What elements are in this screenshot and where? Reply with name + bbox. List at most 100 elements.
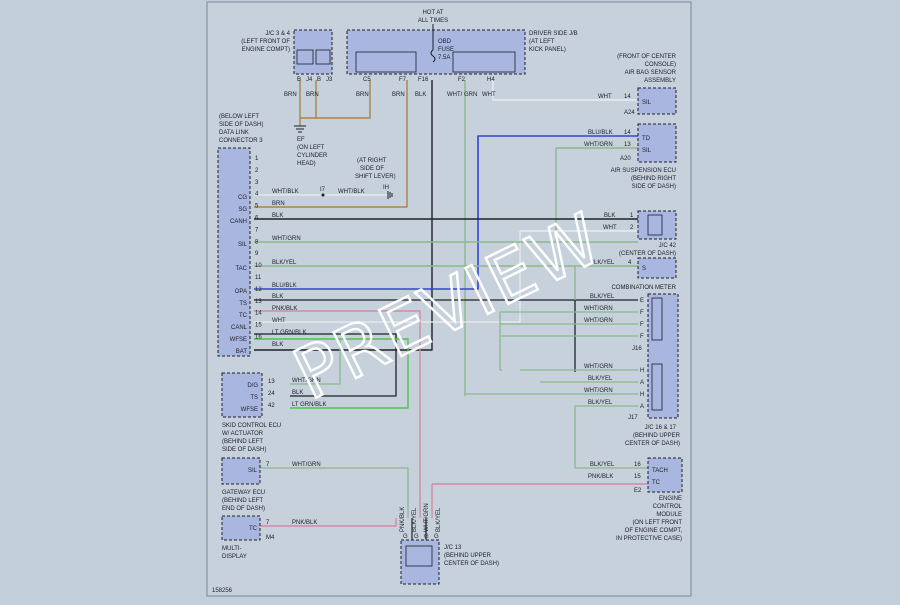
j17-pin-3: A <box>640 404 644 410</box>
wire-j16-v <box>499 312 502 371</box>
wire-ltgrn-dlc15 <box>254 338 409 409</box>
lbl-jc13-4: BLK/YEL <box>436 507 442 532</box>
lbl-dlc-5: BRN <box>272 201 285 207</box>
jc-42: 1 2 J/C 42 (CENTER OF DASH) BLK WHT <box>603 210 677 257</box>
wire-blk-f16 <box>254 80 433 351</box>
jb-name-1: (AT LEFT <box>529 39 555 45</box>
jc-3-4: J/C 3 & 4 (LEFT FRONT OF ENGINE COMPT) B… <box>241 29 333 83</box>
skid-name-1: W/ ACTUATOR <box>222 431 264 437</box>
airbag-pin-name: SIL <box>642 100 652 106</box>
ih-tag: IH <box>383 185 389 191</box>
skid-control-ecu: D/G TS WFSE 13 24 42 SKID CONTROL ECU W/… <box>221 372 326 453</box>
lbl-susp-whtgrn: WHT/GRN <box>584 142 613 148</box>
wire-brn-f7 <box>254 80 408 208</box>
lbl-skid-42: LT GRN/BLK <box>292 402 326 408</box>
susp-ref: A20 <box>620 156 631 162</box>
jb-name-2: KICK PANEL) <box>529 47 566 53</box>
lbl-jb-brn-c5: BRN <box>356 92 369 98</box>
jb-top-0: HOT AT <box>422 10 443 16</box>
jc-13: G G G G J/C 13 (BEHIND UPPER CENTER OF D… <box>400 503 499 585</box>
lbl-dlc-13: PNK/BLK <box>272 306 297 312</box>
jc42-name-1: (CENTER OF DASH) <box>619 251 676 257</box>
lbl-ecm-blkyel: BLK/YEL <box>590 462 615 468</box>
jb-pin-c5: C5 <box>363 77 371 83</box>
dlc-pin-number: 7 <box>255 227 259 233</box>
jb-pin-f2: F2 <box>458 77 466 83</box>
jb-name-0: DRIVER SIDE J/B <box>529 31 578 37</box>
dlc-pin-tac: TAC <box>235 266 247 272</box>
susp-pin-sil: SIL <box>642 148 652 154</box>
dlc-pin-number: 3 <box>255 180 259 186</box>
skid-name-3: SIDE OF DASH) <box>222 447 266 453</box>
dlc-pin-number: 14 <box>255 311 262 317</box>
wire-wht-jc42-v <box>254 231 521 323</box>
ih-name-0: (AT RIGHT <box>357 158 387 164</box>
lbl-jb-blk: BLK <box>415 92 426 98</box>
airbag-name-1: CONSOLE) <box>645 62 676 68</box>
sheet-id: 158256 <box>212 588 233 594</box>
j16-pin-1: F <box>640 310 644 316</box>
lbl-jc13-3: WHT/GRN <box>424 503 430 532</box>
dlc-pin-number: 5 <box>255 204 259 210</box>
ecm-name-3: (ON LEFT FRONT <box>632 520 682 526</box>
lbl-dlc-11: BLU/BLK <box>272 283 297 289</box>
combination-meter: S 4 COMBINATION METER BLK/YEL <box>590 257 677 291</box>
jc42-name-0: J/C 42 <box>659 243 677 249</box>
dlc-pin-sg: SG <box>238 207 247 213</box>
lbl-jc42-blk: BLK <box>604 213 615 219</box>
md-ref: M4 <box>266 535 275 541</box>
lbl-jc42-wht: WHT <box>603 225 617 231</box>
dlc-pin-number: 1 <box>255 156 259 162</box>
jb-pin-h4: H4 <box>487 77 495 83</box>
gateway-ecu: SIL 7 GATEWAY ECU (BEHIND LEFT END OF DA… <box>221 457 321 512</box>
md-pin-num: 7 <box>266 520 270 526</box>
dlc-name-1: SIDE OF DASH) <box>219 122 263 128</box>
lbl-jc13-1: PNK/BLK <box>400 507 406 532</box>
lbl-jc-brn-b: BRN <box>306 92 319 98</box>
wire-blublk <box>254 135 638 290</box>
jc34-ref-1: J3 <box>326 77 333 83</box>
lbl-j16-whtgrn-1: WHT/GRN <box>584 306 613 312</box>
lbl-j16-whtgrn-2: WHT/GRN <box>584 318 613 324</box>
ef-name-3: HEAD) <box>297 161 316 167</box>
jc34-pin-0: B <box>297 77 301 83</box>
skid-pin-24: 24 <box>268 391 275 397</box>
dlc-pin-sil: SIL <box>238 242 248 248</box>
j17-ref: J17 <box>628 415 638 421</box>
ecm-pin-tach: TACH <box>652 468 668 474</box>
dlc-pin-number: 4 <box>255 192 259 198</box>
j16-ref: J16 <box>632 346 642 352</box>
jc1617-name-1: (BEHIND UPPER <box>633 433 681 439</box>
jc34-pin-1: B <box>317 77 321 83</box>
ecm-pin-16: 16 <box>634 462 641 468</box>
skid-name-2: (BEHIND LEFT <box>222 439 263 445</box>
lbl-j17-blkyel-1: BLK/YEL <box>588 376 613 382</box>
jc42-pin-1: 1 <box>630 213 634 219</box>
dlc-pin-number: 15 <box>255 323 262 329</box>
lbl-gw-7: WHT/GRN <box>292 462 321 468</box>
dlc-pin-number: 9 <box>255 251 259 257</box>
jc34-name-0: J/C 3 & 4 <box>265 31 290 37</box>
combo-pin-name: S <box>642 266 646 272</box>
jb-fuse-0: OBD <box>438 39 452 45</box>
md-name-1: DISPLAY <box>222 554 247 560</box>
dlc-pin-wfse: WFSE <box>230 337 247 343</box>
ih-name-2: SHIFT LEVER) <box>355 174 396 180</box>
j16-pin-2: F <box>640 322 644 328</box>
jc13-pin-1: G <box>414 534 419 540</box>
combo-pin-num: 4 <box>628 260 632 266</box>
dlc-pin-number: 13 <box>255 299 262 305</box>
jc13-name-1: (BEHIND UPPER <box>444 553 492 559</box>
ecm-name-5: IN PROTECTIVE CASE) <box>616 536 682 542</box>
ef-name-0: EF <box>297 137 305 143</box>
ecm-pin-tc: TC <box>652 480 661 486</box>
jc42-pin-2: 2 <box>630 225 634 231</box>
gw-name-1: (BEHIND LEFT <box>222 498 263 504</box>
jc1617-name-2: CENTER OF DASH) <box>625 441 680 447</box>
jc13-pin-3: G <box>434 534 439 540</box>
j17-pin-1: A <box>640 380 644 386</box>
lbl-jb-wht: WHT <box>482 92 496 98</box>
wires <box>254 80 648 545</box>
